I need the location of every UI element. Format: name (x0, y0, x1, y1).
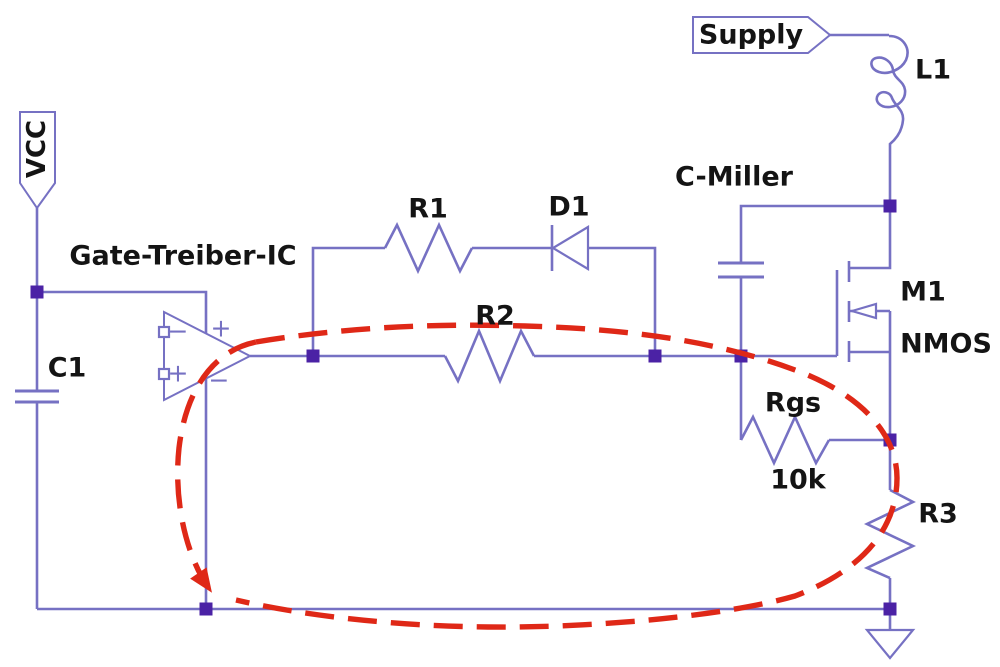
r1-label: R1 (408, 193, 448, 225)
wire-drain (849, 206, 892, 270)
m1-mosfet (835, 261, 878, 362)
current-loop-body (235, 322, 900, 630)
rgs-value-label: 10k (770, 464, 826, 496)
m1-label: M1 (900, 276, 946, 308)
opamp-power-plus-sign: + (210, 313, 232, 343)
junction-dots (30, 199, 897, 616)
current-loop-annotation (174, 322, 900, 630)
rgs-resistor (739, 413, 831, 467)
junction-dot (30, 285, 44, 299)
d1-label: D1 (548, 191, 590, 223)
body-diode-arrow-icon (848, 302, 878, 320)
c1-capacitor (15, 389, 59, 404)
supply-flag (692, 16, 832, 54)
r3-resistor (863, 488, 917, 580)
ground-icon (864, 628, 916, 660)
wire-cmiller-top-lead (739, 204, 890, 263)
r2-resistor (443, 327, 536, 385)
wire-driver-top-power (37, 290, 208, 333)
c-miller-label: C-Miller (675, 161, 793, 193)
d1-diode (550, 225, 590, 271)
m1-type-label: NMOS (900, 328, 992, 360)
opamp-input-minus-sign: − (167, 316, 189, 346)
opamp-pin-square-plus (157, 367, 171, 381)
gate-driver-opamp (157, 310, 253, 402)
vcc-flag-label: VCC (22, 119, 52, 179)
r3-label: R3 (918, 498, 958, 530)
junction-dot (199, 602, 213, 616)
opamp-pin-square-minus (157, 325, 171, 339)
gate-driver-label: Gate-Treiber-IC (69, 240, 297, 272)
supply-flag-label: Supply (698, 19, 804, 51)
junction-dot (883, 199, 897, 213)
junction-dot (648, 349, 662, 363)
opamp-input-plus-sign: + (167, 358, 189, 388)
l1-label: L1 (915, 54, 951, 86)
r1-resistor (383, 221, 474, 275)
wire-d1-branch-down (588, 246, 657, 356)
l1-inductor (870, 34, 909, 206)
vcc-flag (19, 111, 56, 210)
c-miller-capacitor (718, 261, 764, 279)
r2-label: R2 (475, 300, 515, 332)
c1-label: C1 (47, 352, 87, 384)
opamp-power-minus-sign: − (208, 365, 230, 395)
current-loop-arrow-segment (174, 339, 257, 593)
junction-dot (306, 349, 320, 363)
junction-dot (883, 602, 897, 616)
wire-r1-branch-up (311, 246, 385, 356)
rgs-label: Rgs (764, 387, 822, 419)
